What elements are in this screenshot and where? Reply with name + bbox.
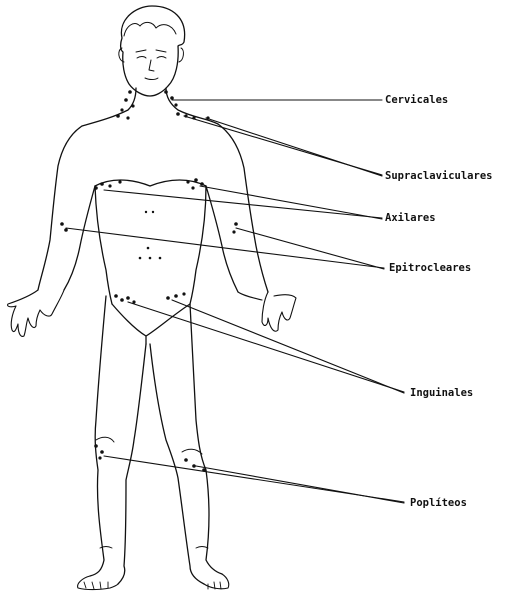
leader-inguinales-1	[128, 302, 404, 392]
leader-supraclaviculares-2	[206, 118, 382, 176]
label-supraclaviculares: Supraclaviculares	[385, 170, 492, 182]
dots-axilares	[94, 178, 204, 213]
lymph-node-dots	[60, 90, 238, 472]
label-epitrocleares: Epitrocleares	[389, 262, 471, 274]
head	[119, 6, 185, 96]
leader-inguinales-2	[172, 300, 404, 393]
label-inguinales: Inguinales	[410, 387, 473, 399]
dots-popliteos	[94, 444, 206, 472]
leader-popliteos-2	[196, 466, 404, 503]
leader-epitrocleares-1	[66, 228, 384, 268]
dots-supraclaviculares	[116, 112, 209, 119]
dots-epitrocleares	[60, 222, 238, 233]
hands	[7, 290, 296, 336]
dots-abdomen	[139, 247, 162, 260]
label-popliteos: Poplíteos	[410, 497, 467, 509]
torso	[38, 88, 268, 344]
leader-lines	[66, 100, 404, 503]
leader-epitrocleares-2	[236, 228, 384, 269]
dots-inguinales	[114, 292, 185, 303]
legs	[78, 296, 229, 590]
label-axilares: Axilares	[385, 212, 436, 224]
label-cervicales: Cervicales	[385, 94, 448, 106]
